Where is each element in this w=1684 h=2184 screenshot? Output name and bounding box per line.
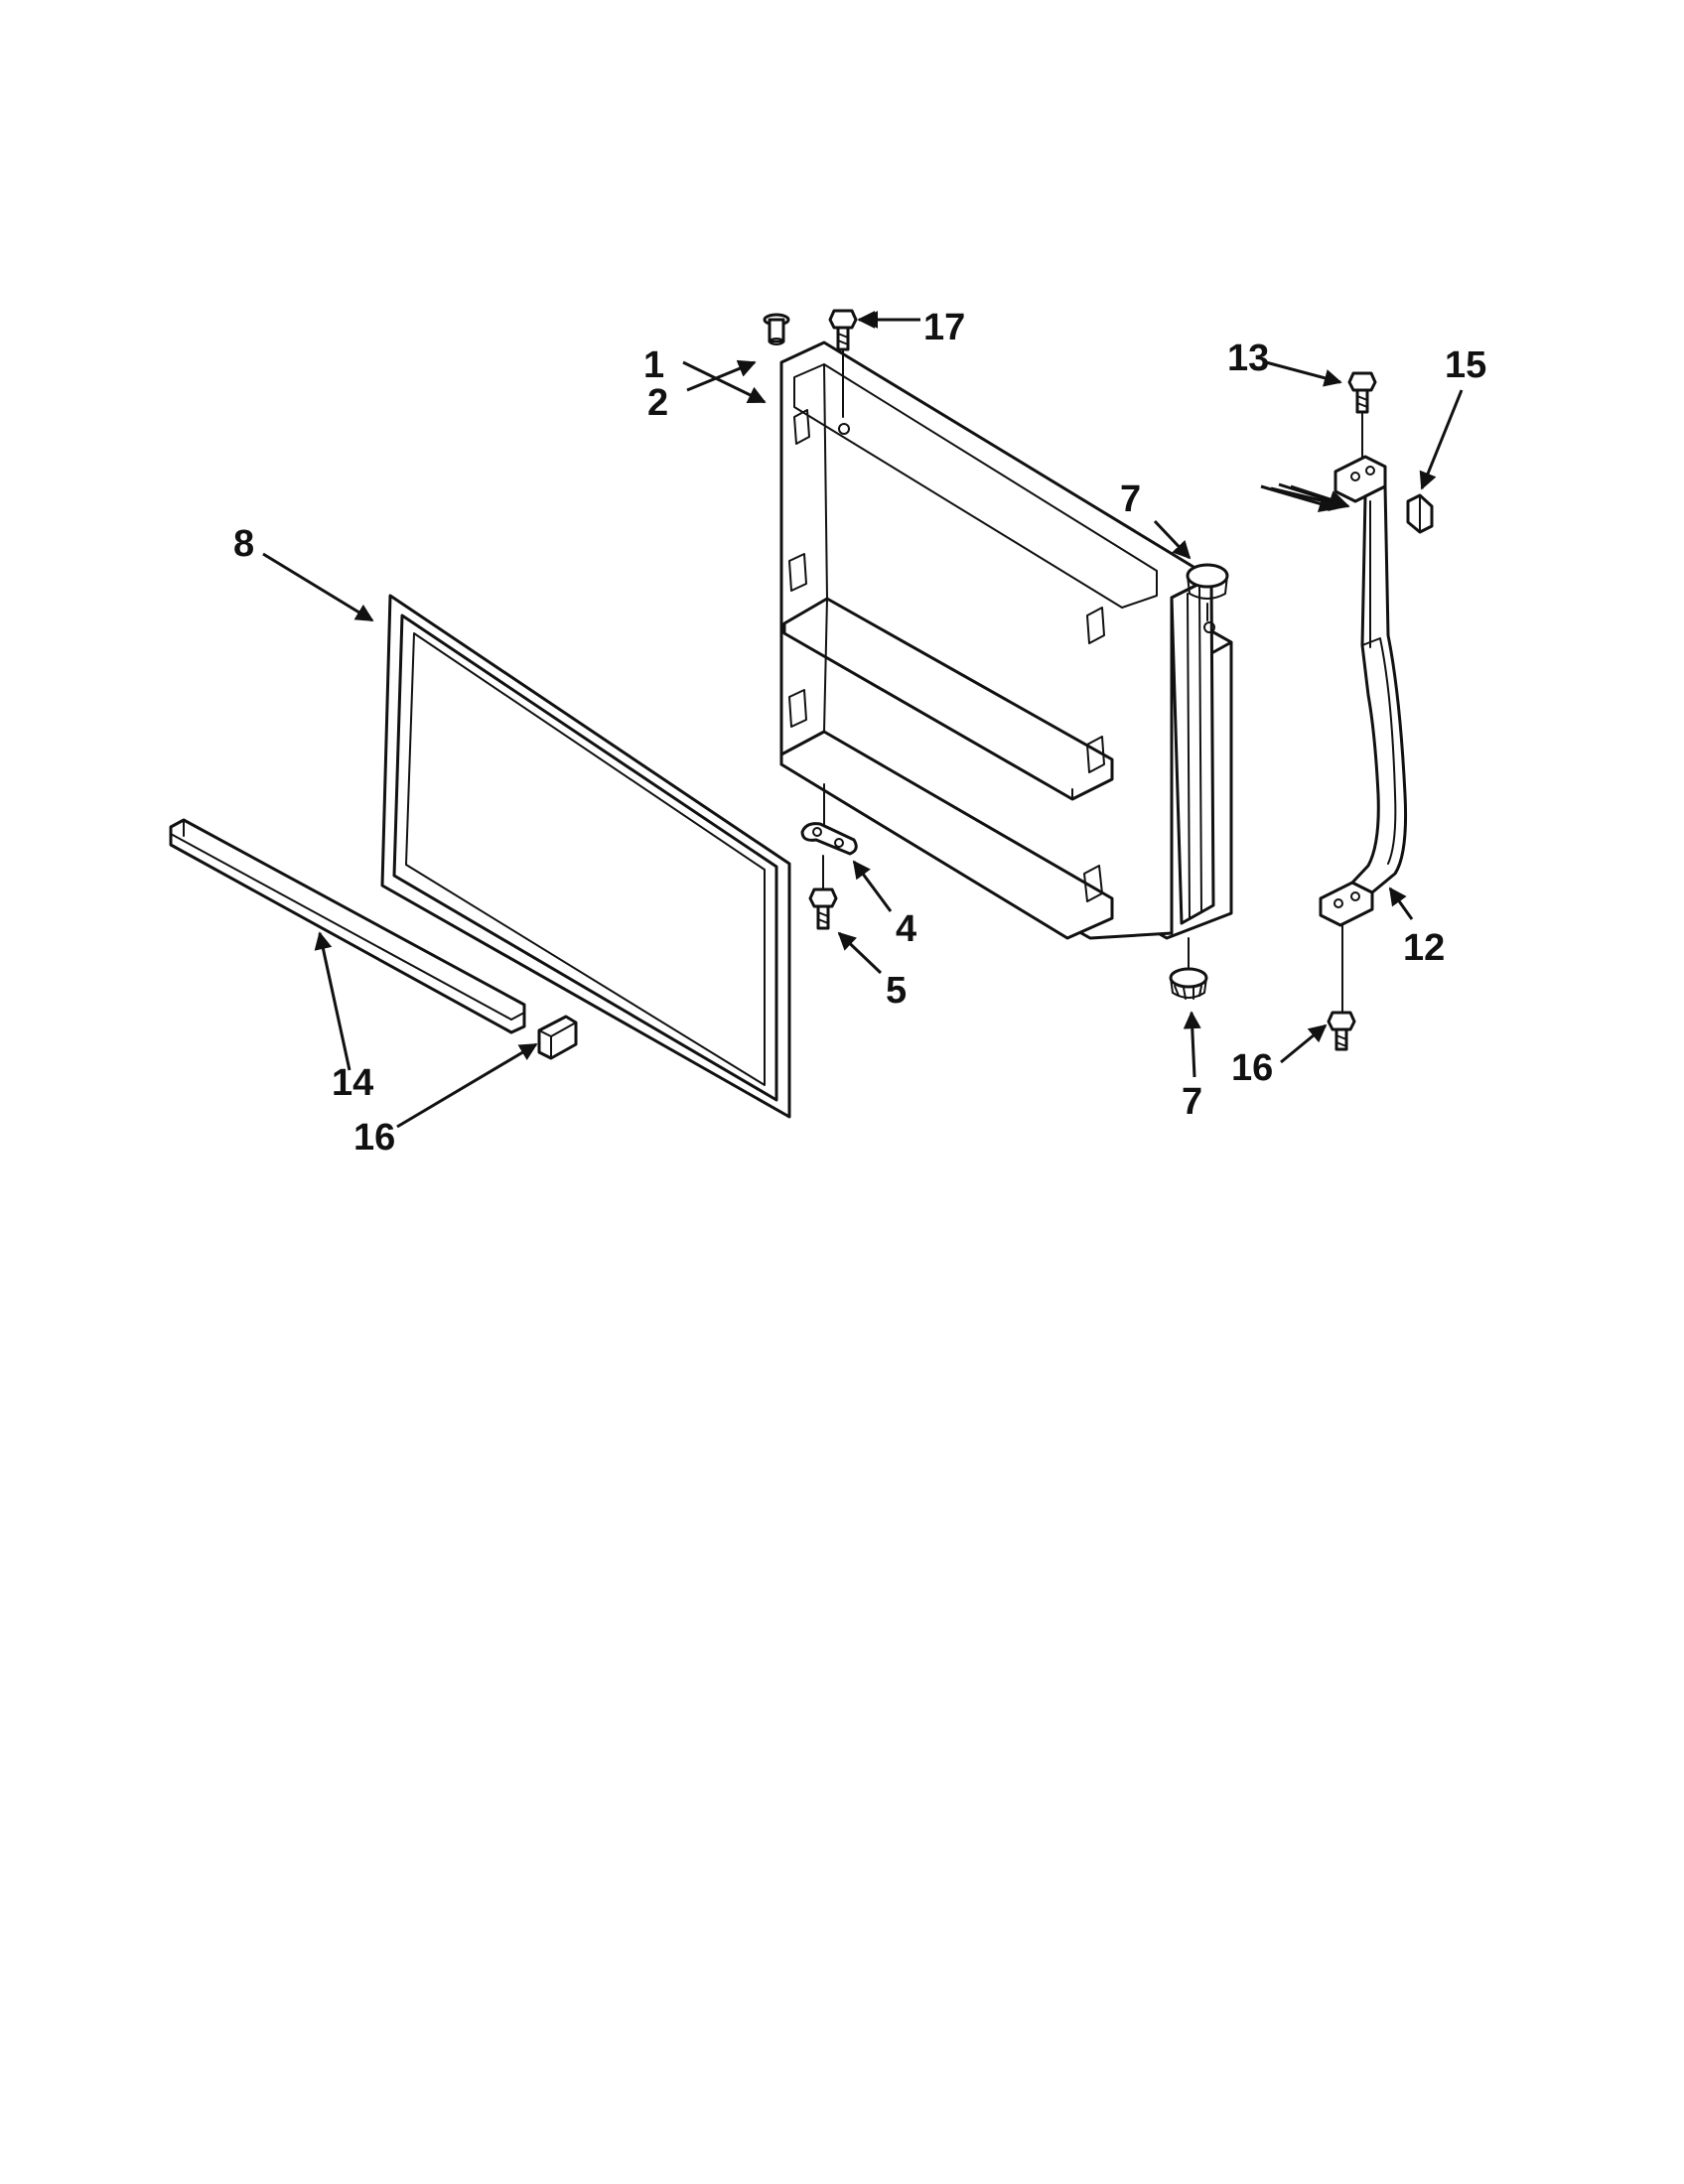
screw-16 xyxy=(1327,1011,1356,1051)
screw-5 xyxy=(808,855,838,930)
callout-12: 12 xyxy=(1403,927,1445,969)
callout-labels: 1 2 4 5 7 7 8 12 13 14 15 16 16 17 xyxy=(233,307,1486,1159)
door-stop xyxy=(800,783,858,856)
callout-7-bottom: 7 xyxy=(1182,1081,1202,1123)
door-trim-strip xyxy=(169,818,526,1034)
trim-end-cap xyxy=(537,1015,578,1060)
callout-13: 13 xyxy=(1227,338,1269,379)
hinge-pin-plug xyxy=(763,313,790,345)
callout-17: 17 xyxy=(923,307,965,348)
callout-1: 1 xyxy=(643,344,664,386)
callout-8: 8 xyxy=(233,523,254,565)
screw-17 xyxy=(828,309,858,418)
leader-lines xyxy=(262,311,1464,1129)
callout-4: 4 xyxy=(896,908,916,950)
door-handle xyxy=(1319,455,1408,1014)
callout-14: 14 xyxy=(332,1062,373,1104)
handle-clip xyxy=(1406,493,1434,534)
callout-2: 2 xyxy=(647,382,668,424)
hinge-bushing-top xyxy=(1186,563,1229,621)
callout-7-top: 7 xyxy=(1120,478,1141,520)
freezer-door-assembly xyxy=(779,341,1233,940)
callout-16-left: 16 xyxy=(353,1117,395,1159)
door-gasket xyxy=(380,594,791,1119)
hinge-bushing-bottom xyxy=(1169,937,1208,1000)
callout-5: 5 xyxy=(886,970,907,1012)
callout-15: 15 xyxy=(1445,344,1486,386)
callout-16-right: 16 xyxy=(1231,1047,1273,1089)
screw-13 xyxy=(1347,371,1377,463)
